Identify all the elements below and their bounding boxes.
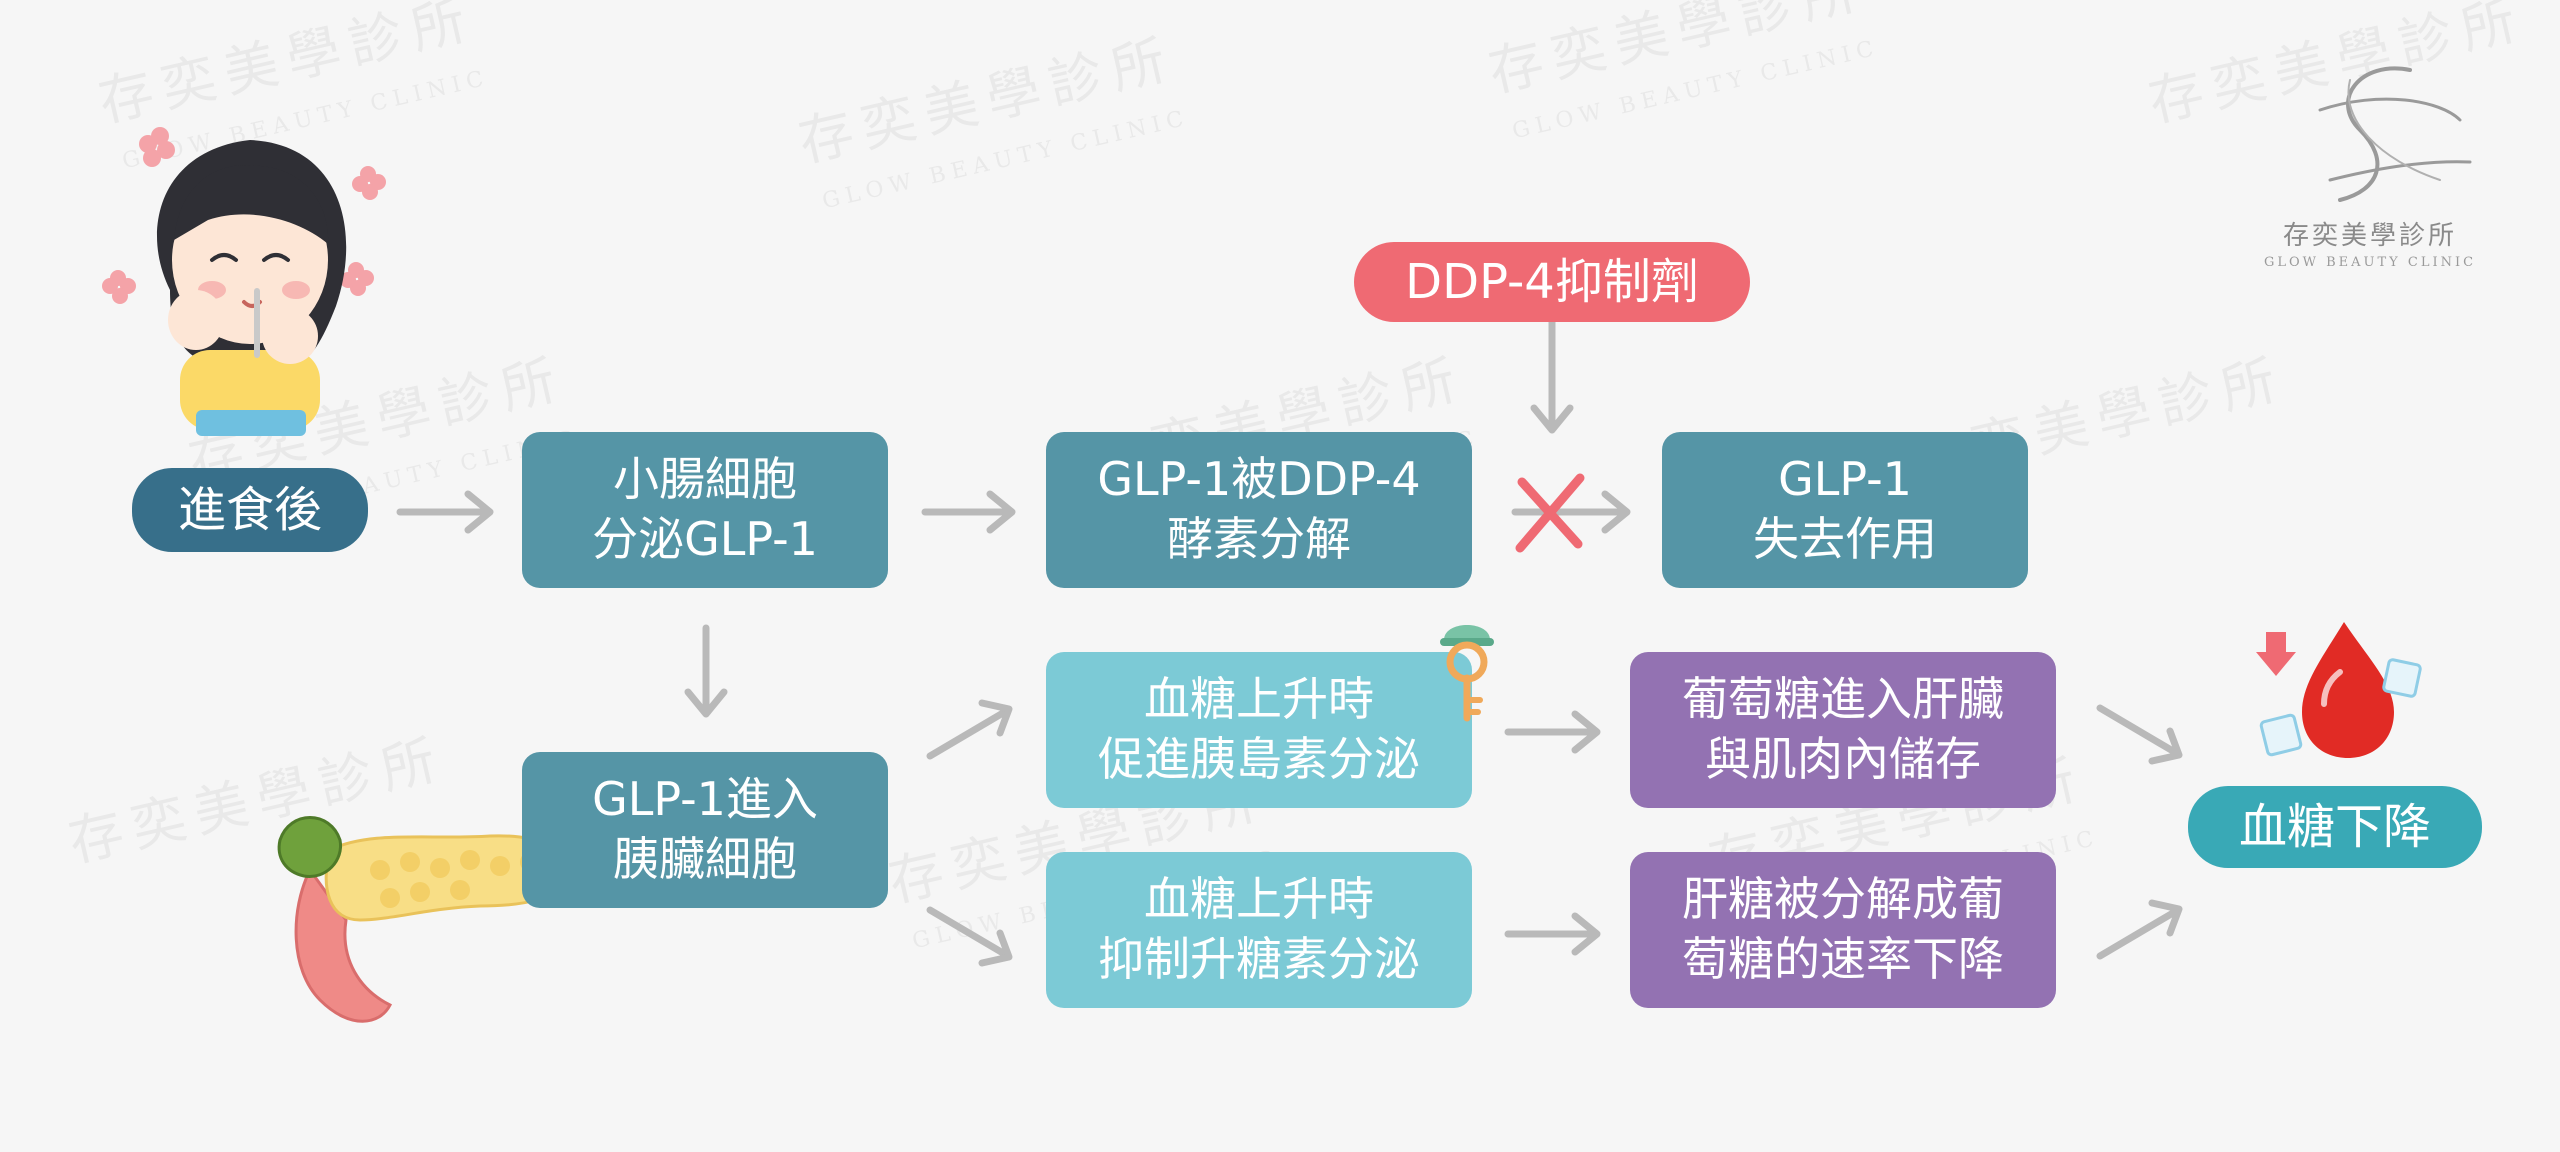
node-glp1-pancreas: GLP-1進入 胰臟細胞 xyxy=(522,752,888,908)
node-label-line2: 萄糖的速率下降 xyxy=(1682,932,2004,986)
node-glycogen-rate: 肝糖被分解成葡 萄糖的速率下降 xyxy=(1630,852,2056,1008)
sugar-cube-icon xyxy=(2259,658,2422,757)
node-label: 血糖下降 xyxy=(2238,798,2431,855)
node-ddp4-inhibitor: DDP-4抑制劑 xyxy=(1354,242,1750,322)
node-label: DDP-4抑制劑 xyxy=(1405,253,1699,310)
node-label-line1: GLP-1被DDP-4 xyxy=(1097,452,1421,507)
node-label-line2: 胰臟細胞 xyxy=(613,832,797,886)
node-small-intestine: 小腸細胞 分泌GLP-1 xyxy=(522,432,888,588)
arrow-glycogen-to-result xyxy=(2096,899,2183,960)
pancreas-illustration xyxy=(277,816,570,1023)
node-label-line1: 血糖上升時 xyxy=(1144,872,1374,927)
node-label-line2: 分泌GLP-1 xyxy=(592,512,818,566)
node-after-eating: 進食後 xyxy=(132,468,368,552)
arrow-storage-to-result xyxy=(2096,704,2183,765)
node-glp1-inactive: GLP-1 失去作用 xyxy=(1662,432,2028,588)
clinic-logo: 存奕美學診所 GLOW BEAUTY CLINIC xyxy=(2240,50,2500,290)
down-arrow-icon xyxy=(2256,632,2296,676)
node-label-line2: 失去作用 xyxy=(1753,512,1937,566)
key-icon xyxy=(1440,625,1494,722)
node-label-line1: GLP-1進入 xyxy=(592,772,818,827)
arrow-inhibitor-down xyxy=(1530,318,1574,434)
node-label: 進食後 xyxy=(177,481,322,538)
arrow-pancreas-to-insulin xyxy=(926,699,1013,760)
flower-icon xyxy=(102,127,386,304)
logo-chinese-name: 存奕美學診所 xyxy=(2282,221,2457,251)
node-label-line1: 小腸細胞 xyxy=(613,452,797,507)
arrow-glucagon-to-glycogen xyxy=(1504,912,1601,956)
node-label-line1: 肝糖被分解成葡 xyxy=(1682,872,2004,927)
node-label-line2: 抑制升糖素分泌 xyxy=(1098,932,1420,986)
node-glucagon-suppression: 血糖上升時 抑制升糖素分泌 xyxy=(1046,852,1472,1008)
logo-english-name: GLOW BEAUTY CLINIC xyxy=(2263,255,2477,270)
node-label-line1: 葡萄糖進入肝臟 xyxy=(1682,672,2004,727)
arrow-eat-to-intestine xyxy=(396,490,494,534)
blood-drop-icon xyxy=(2256,622,2422,758)
node-label-line1: 血糖上升時 xyxy=(1144,672,1374,727)
node-label-line2: 與肌肉內儲存 xyxy=(1705,732,1981,786)
node-blood-sugar-down: 血糖下降 xyxy=(2188,786,2482,868)
arrow-intestine-to-breakdown xyxy=(921,490,1016,534)
arrow-breakdown-to-inactive xyxy=(1511,490,1631,534)
signature-s-logo xyxy=(2318,66,2472,202)
cross-icon xyxy=(1515,473,1585,553)
arrow-insulin-to-storage xyxy=(1504,710,1601,754)
node-label-line1: GLP-1 xyxy=(1778,452,1912,507)
node-glucose-storage: 葡萄糖進入肝臟 與肌肉內儲存 xyxy=(1630,652,2056,808)
node-label-line2: 酵素分解 xyxy=(1167,512,1351,566)
node-glp1-breakdown: GLP-1被DDP-4 酵素分解 xyxy=(1046,432,1472,588)
node-label-line2: 促進胰島素分泌 xyxy=(1098,732,1420,786)
arrow-intestine-to-pancreas xyxy=(684,624,728,718)
arrow-pancreas-to-glucagon xyxy=(926,906,1013,967)
node-insulin-secretion: 血糖上升時 促進胰島素分泌 xyxy=(1046,652,1472,808)
girl-eating-illustration xyxy=(102,127,386,436)
